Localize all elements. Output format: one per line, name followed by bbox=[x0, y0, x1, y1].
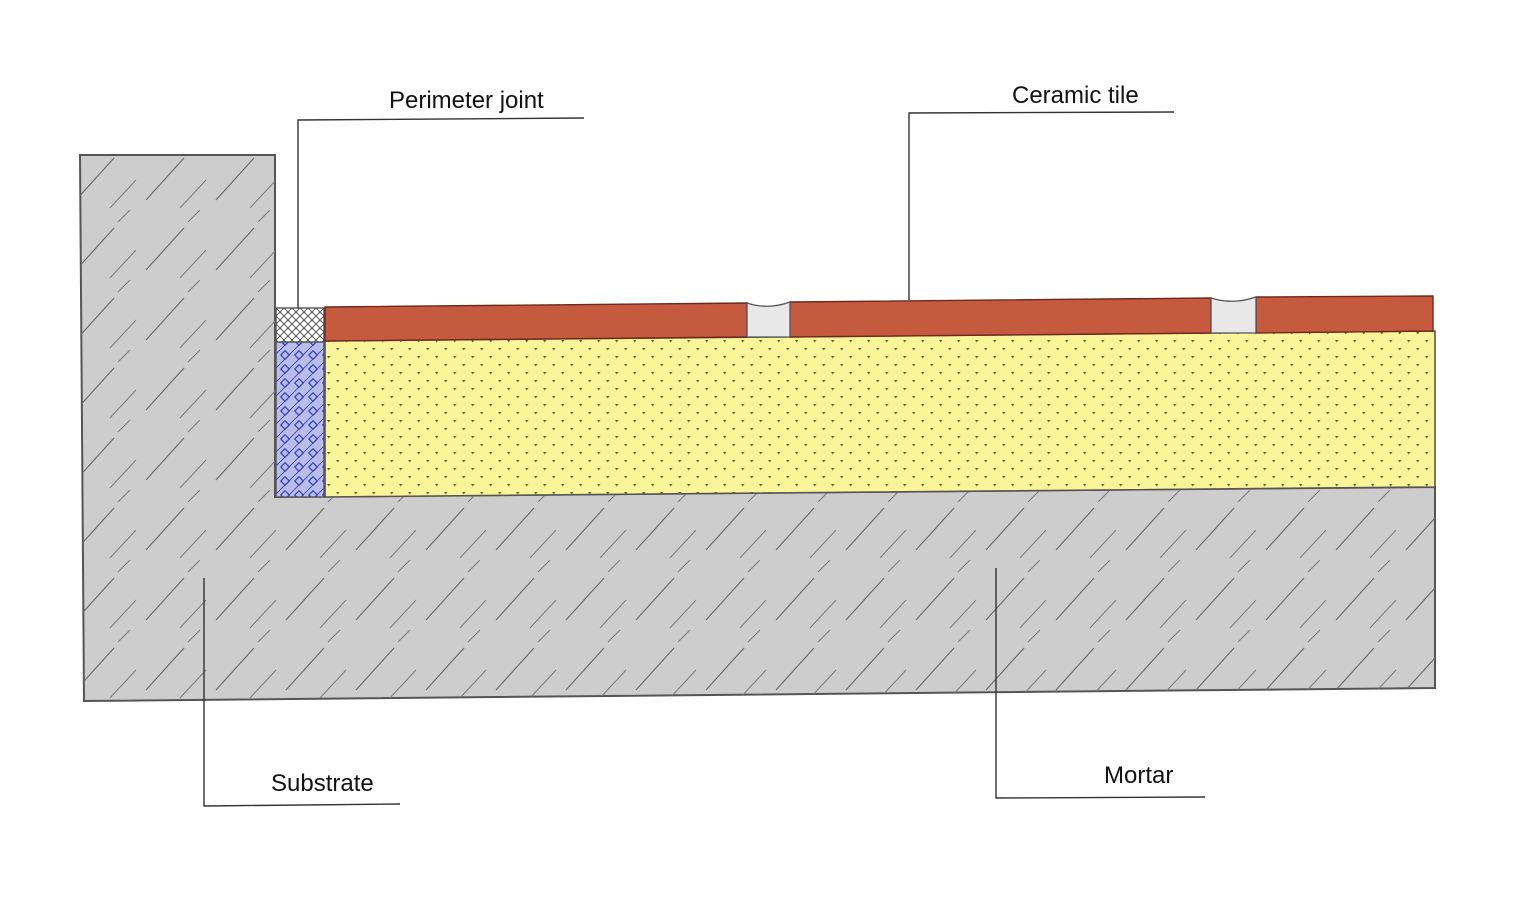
ceramic-tile bbox=[324, 302, 748, 342]
ceramic-tile-leader bbox=[908, 111, 1175, 300]
perimeter-sealant-hatch bbox=[276, 308, 324, 342]
ceramic-tile bbox=[789, 297, 1212, 338]
mortar-leader bbox=[995, 568, 1206, 799]
perimeter-joint bbox=[275, 307, 325, 498]
perimeter-joint-label: Perimeter joint bbox=[389, 87, 544, 114]
substrate-hatching bbox=[80, 155, 1435, 701]
tile-joints bbox=[746, 296, 1257, 338]
perimeter-filler-pattern bbox=[276, 342, 324, 497]
tile-joint bbox=[746, 301, 791, 338]
mortar-label: Mortar bbox=[1104, 762, 1173, 789]
perimeter-joint-leader bbox=[297, 117, 585, 308]
substrate-leader bbox=[203, 578, 401, 807]
mortar-layer bbox=[324, 330, 1436, 498]
ceramic-tile-label: Ceramic tile bbox=[1012, 82, 1139, 109]
substrate-label: Substrate bbox=[271, 770, 374, 797]
mortar-texture bbox=[325, 331, 1435, 497]
ceramic-tile bbox=[1255, 295, 1434, 334]
leader-lines bbox=[203, 111, 1206, 807]
tile-joint bbox=[1210, 296, 1257, 334]
ceramic-tile-row bbox=[324, 295, 1434, 342]
